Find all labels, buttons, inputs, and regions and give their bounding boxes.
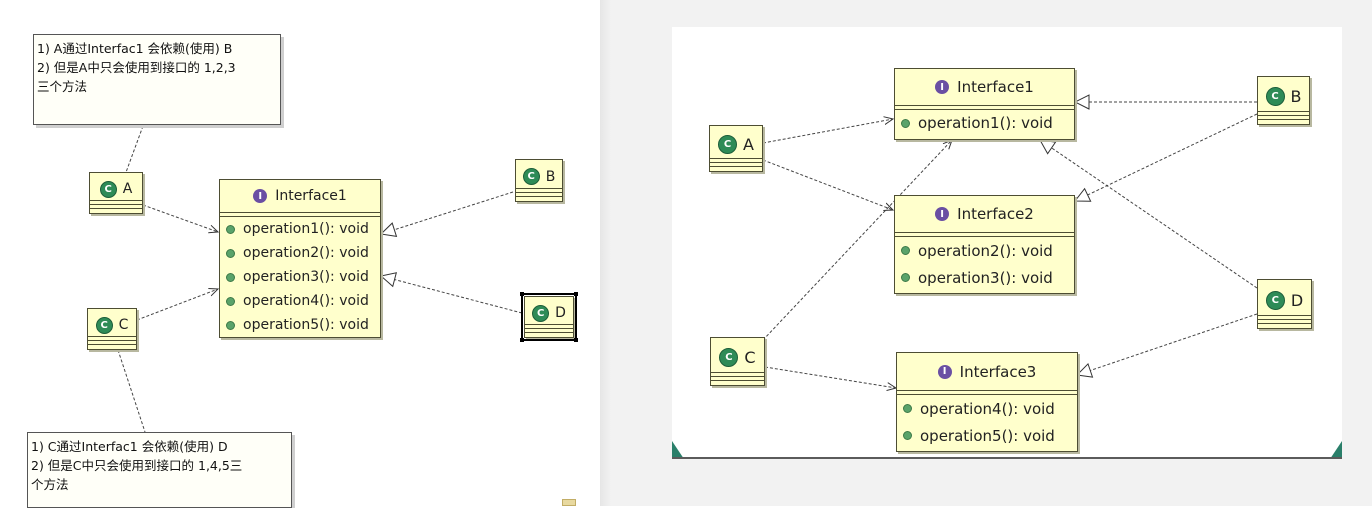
class-icon: C — [1265, 87, 1285, 106]
operation-row[interactable]: operation3(): void — [895, 264, 1074, 291]
interface-Interface1-right[interactable]: I Interface1 operation1(): void — [894, 68, 1075, 140]
operation-label: operation3(): void — [918, 268, 1053, 287]
note-1-line-3: 三个方法 — [37, 79, 88, 94]
corner-decoration-right — [1330, 441, 1342, 459]
public-operation-icon — [903, 404, 912, 413]
operation-row[interactable]: operation5(): void — [897, 422, 1077, 449]
class-name: D — [1290, 290, 1304, 310]
class-icon: C — [532, 304, 550, 322]
interface-icon: I — [935, 80, 950, 94]
class-name: A — [743, 135, 754, 154]
operation-row[interactable]: operation4(): void — [897, 395, 1077, 422]
note-2-line-1: 1) C通过Interfac1 会依赖(使用) D — [31, 439, 228, 454]
operation-label: operation2(): void — [918, 241, 1053, 260]
operation-row[interactable]: operation1(): void — [220, 217, 380, 241]
note-2-line-2: 2) 但是C中只会使用到接口的 1,4,5三 — [31, 458, 243, 473]
note-1-line-1: 1) A通过Interfac1 会依赖(使用) B — [37, 41, 233, 56]
note-1-line-2: 2) 但是A中只会使用到接口的 1,2,3 — [37, 60, 236, 75]
operation-label: operation5(): void — [243, 317, 369, 333]
class-name: C — [118, 317, 129, 333]
interface-name: Interface2 — [957, 205, 1034, 223]
class-icon: C — [718, 135, 738, 154]
selection-handle[interactable] — [574, 338, 578, 342]
interface-Interface1-left[interactable]: I Interface1 operation1(): void operation… — [219, 179, 381, 338]
operation-label: operation4(): void — [243, 293, 369, 309]
class-name: A — [122, 181, 133, 197]
operation-row[interactable]: operation3(): void — [220, 265, 380, 289]
class-name: D — [555, 305, 566, 321]
class-icon: C — [99, 180, 117, 198]
public-operation-icon — [901, 246, 910, 255]
tray-icon[interactable] — [562, 499, 576, 506]
note-2-line-3: 个方法 — [31, 477, 69, 492]
selection-handle[interactable] — [520, 292, 524, 296]
interface-name: Interface1 — [275, 188, 347, 204]
operation-label: operation4(): void — [920, 399, 1055, 418]
class-icon: C — [522, 168, 540, 185]
class-name: B — [1290, 87, 1302, 106]
class-icon: C — [95, 316, 113, 334]
public-operation-icon — [226, 296, 235, 306]
operation-label: operation5(): void — [920, 426, 1055, 445]
operation-label: operation2(): void — [243, 245, 369, 261]
operation-row[interactable]: operation2(): void — [895, 237, 1074, 264]
class-name: C — [744, 348, 756, 367]
operation-row[interactable]: operation1(): void — [895, 110, 1074, 136]
interface-name: Interface3 — [959, 362, 1037, 381]
note-1[interactable]: 1) A通过Interfac1 会依赖(使用) B 2) 但是A中只会使用到接口… — [33, 34, 281, 125]
public-operation-icon — [901, 273, 910, 282]
public-operation-icon — [226, 272, 235, 282]
interface-icon: I — [937, 364, 952, 379]
operation-label: operation3(): void — [243, 269, 369, 285]
operation-row[interactable]: operation2(): void — [220, 241, 380, 265]
interface-Interface3-right[interactable]: I Interface3 operation4(): void operation… — [896, 352, 1078, 452]
selection-handle[interactable] — [520, 338, 524, 342]
selection-handle[interactable] — [574, 292, 578, 296]
interface-name: Interface1 — [957, 78, 1034, 96]
class-icon: C — [1265, 290, 1285, 310]
interface-icon: I — [935, 207, 950, 221]
operation-label: operation1(): void — [243, 221, 369, 237]
interface-Interface2-right[interactable]: I Interface2 operation2(): void operation… — [894, 195, 1075, 294]
public-operation-icon — [226, 224, 235, 234]
public-operation-icon — [226, 320, 235, 330]
canvas-bottom-border — [672, 457, 1342, 459]
public-operation-icon — [901, 118, 910, 128]
operation-label: operation1(): void — [918, 114, 1053, 132]
operation-row[interactable]: operation4(): void — [220, 289, 380, 313]
operation-row[interactable]: operation5(): void — [220, 313, 380, 337]
pane-divider — [600, 0, 612, 506]
interface-icon: I — [253, 189, 268, 203]
corner-decoration-left — [672, 441, 684, 459]
note-2[interactable]: 1) C通过Interfac1 会依赖(使用) D 2) 但是C中只会使用到接口… — [27, 432, 292, 508]
public-operation-icon — [226, 248, 235, 258]
class-icon: C — [719, 348, 739, 367]
public-operation-icon — [903, 431, 912, 440]
class-name: B — [545, 168, 556, 185]
